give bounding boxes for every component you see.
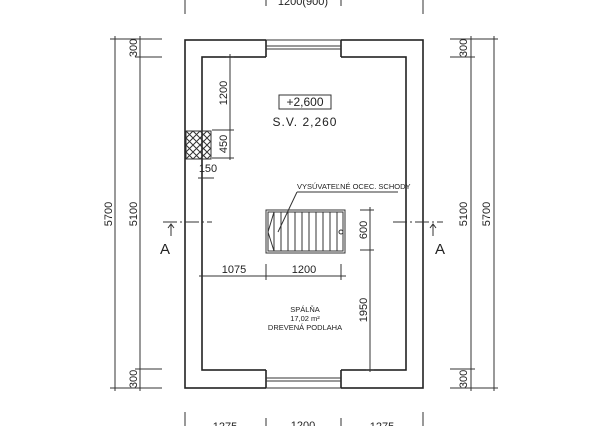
section-mark-right: A (435, 241, 445, 258)
dim-1200-mid: 1200 (292, 264, 316, 276)
dim-1075: 1075 (222, 264, 246, 276)
room-floor: DREVENÁ PODLAHA (268, 323, 342, 332)
room-area: 17,02 m² (290, 314, 320, 323)
dim-600-1950: 600 1950 (358, 207, 374, 372)
right-dim-top: 300 (458, 39, 470, 57)
section-line-left: A (160, 221, 212, 258)
left-dim-outer: 5700 (103, 202, 115, 226)
dim-600: 600 (358, 221, 370, 239)
bottom-dim-1: 1275 (213, 421, 237, 426)
bottom-dim-2: 1200 (291, 420, 315, 426)
dim-1200-450: 1200 450 150 (198, 54, 234, 179)
right-dimensions: 300 5100 5700 300 (450, 36, 498, 391)
left-dim-inner: 5100 (128, 202, 140, 226)
stairs-label: VYSÚVATEĽNÉ OCEC. SCHODY (297, 182, 411, 191)
chimney (185, 130, 212, 160)
right-dim-outer: 5700 (481, 202, 493, 226)
level-mark: +2,600 (286, 95, 323, 109)
section-mark-left: A (160, 241, 170, 258)
dim-1200-top: 1200 (218, 81, 230, 105)
section-line-right: A (393, 221, 445, 258)
clear-height: S.V. 2,260 (273, 115, 338, 129)
bottom-dim-3: 1275 (370, 421, 394, 426)
right-dim-bottom: 300 (458, 370, 470, 388)
left-dim-bottom: 300 (128, 370, 140, 388)
dim-450: 450 (218, 135, 230, 153)
right-dim-inner: 5100 (458, 202, 470, 226)
dim-150: 150 (199, 163, 217, 175)
left-dimensions: 300 5100 5700 300 (103, 36, 162, 391)
left-dim-top: 300 (128, 39, 140, 57)
top-dim-label: 1200(900) (278, 0, 328, 8)
dim-1075-1200: 1075 1200 (199, 264, 346, 280)
walls (184, 38, 424, 390)
room-name: SPÁLŇA (290, 305, 320, 314)
level-mark-box (278, 94, 332, 110)
attic-stairs: VYSÚVATEĽNÉ OCEC. SCHODY (265, 182, 411, 254)
top-dimension: 1200(900) (184, 0, 424, 14)
dim-1950: 1950 (358, 298, 370, 322)
bottom-dimensions: 1275 1200 1275 (184, 412, 424, 426)
